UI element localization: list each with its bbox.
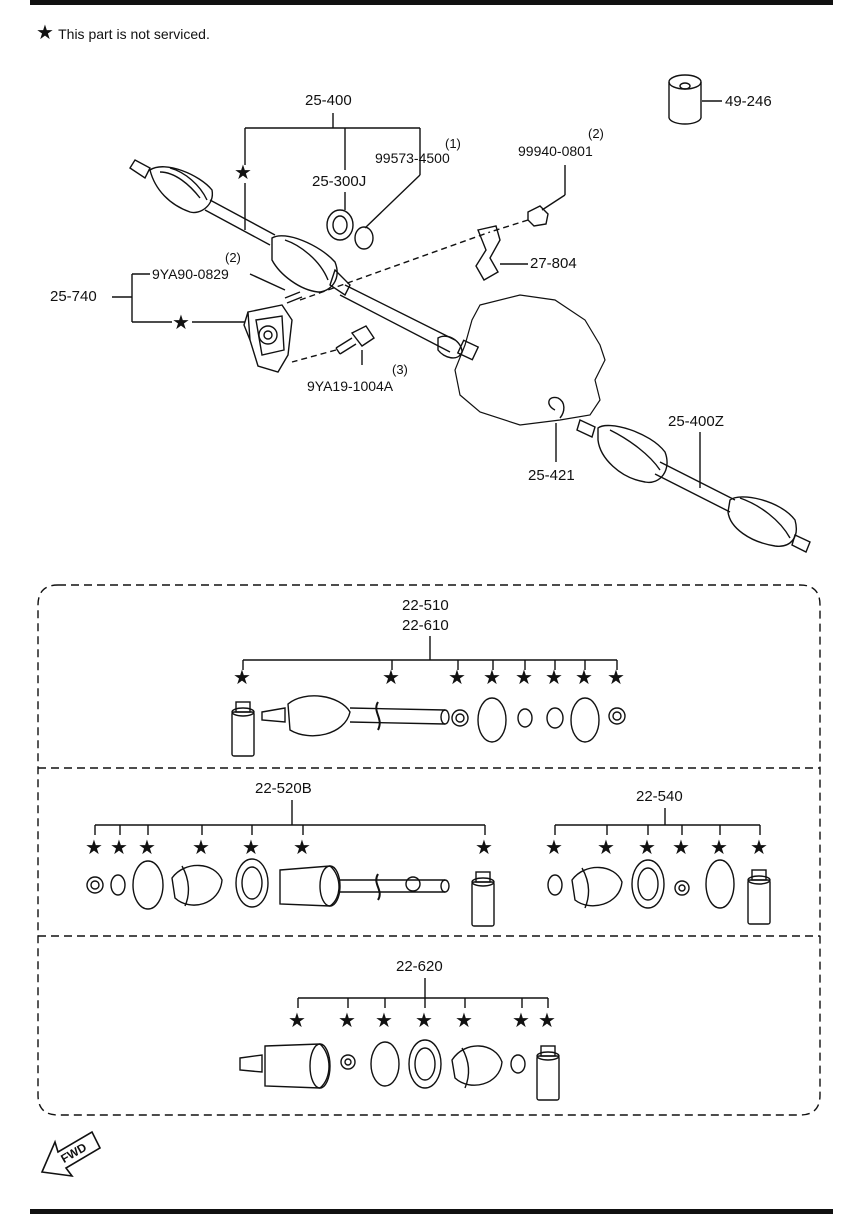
label-49-246: 49-246 bbox=[725, 93, 772, 110]
star-icon: ★ bbox=[448, 667, 466, 689]
star-icon: ★ bbox=[36, 22, 54, 44]
star-icon: ★ bbox=[242, 837, 260, 859]
star-icon: ★ bbox=[475, 837, 493, 859]
star-icon: ★ bbox=[138, 837, 156, 859]
star-icon: ★ bbox=[110, 837, 128, 859]
star-icon: ★ bbox=[234, 162, 252, 184]
driveshaft-left bbox=[129, 159, 480, 361]
star-icon: ★ bbox=[512, 1010, 530, 1032]
label-27-804: 27-804 bbox=[530, 255, 577, 272]
top-rule bbox=[30, 0, 833, 5]
fwd-arrow-icon bbox=[40, 1130, 102, 1178]
star-icon: ★ bbox=[607, 667, 625, 689]
qty-9ya19: (3) bbox=[392, 362, 408, 377]
star-icon: ★ bbox=[293, 837, 311, 859]
star-icon: ★ bbox=[85, 837, 103, 859]
star-icon: ★ bbox=[710, 837, 728, 859]
label-25-740: 25-740 bbox=[50, 288, 97, 305]
star-icon: ★ bbox=[638, 837, 656, 859]
star-icon: ★ bbox=[750, 837, 768, 859]
qty-99940: (2) bbox=[588, 126, 604, 141]
qty-9ya90: (2) bbox=[225, 250, 241, 265]
kit-row-3-parts bbox=[547, 859, 771, 925]
kit-row-4-parts bbox=[239, 1039, 560, 1101]
label-22-520b: 22-520B bbox=[255, 780, 312, 797]
label-9ya90-0829: 9YA90-0829 bbox=[152, 266, 229, 282]
star-icon: ★ bbox=[338, 1010, 356, 1032]
star-icon: ★ bbox=[672, 837, 690, 859]
star-icon: ★ bbox=[597, 837, 615, 859]
label-99573-4500: 99573-4500 bbox=[375, 150, 450, 166]
star-icon: ★ bbox=[545, 667, 563, 689]
label-99940-0801: 99940-0801 bbox=[518, 143, 593, 159]
star-icon: ★ bbox=[382, 667, 400, 689]
label-25-300j: 25-300J bbox=[312, 173, 367, 190]
label-22-510: 22-510 bbox=[402, 597, 449, 614]
kit-row-2-parts bbox=[86, 858, 495, 927]
label-22-540: 22-540 bbox=[636, 788, 683, 805]
label-9ya19-1004a: 9YA19-1004A bbox=[307, 378, 394, 394]
label-25-400: 25-400 bbox=[305, 92, 352, 109]
bearing-support-bracket bbox=[243, 304, 293, 373]
star-icon: ★ bbox=[415, 1010, 433, 1032]
star-icon: ★ bbox=[233, 667, 251, 689]
legend: ★ This part is not serviced. bbox=[36, 20, 210, 45]
label-22-620: 22-620 bbox=[396, 958, 443, 975]
star-icon: ★ bbox=[288, 1010, 306, 1032]
star-icon: ★ bbox=[545, 837, 563, 859]
qty-99573: (1) bbox=[445, 136, 461, 151]
label-25-421: 25-421 bbox=[528, 467, 575, 484]
label-25-400z: 25-400Z bbox=[668, 413, 724, 430]
star-icon: ★ bbox=[172, 312, 190, 334]
star-icon: ★ bbox=[455, 1010, 473, 1032]
star-icon: ★ bbox=[483, 667, 501, 689]
label-22-610: 22-610 bbox=[402, 617, 449, 634]
legend-text: This part is not serviced. bbox=[58, 26, 210, 42]
star-icon: ★ bbox=[575, 667, 593, 689]
star-icon: ★ bbox=[375, 1010, 393, 1032]
bottom-rule bbox=[30, 1209, 833, 1214]
driveshaft-right bbox=[576, 419, 811, 553]
kit-row-1-parts bbox=[231, 695, 626, 757]
star-icon: ★ bbox=[192, 837, 210, 859]
star-icon: ★ bbox=[538, 1010, 556, 1032]
star-icon: ★ bbox=[515, 667, 533, 689]
